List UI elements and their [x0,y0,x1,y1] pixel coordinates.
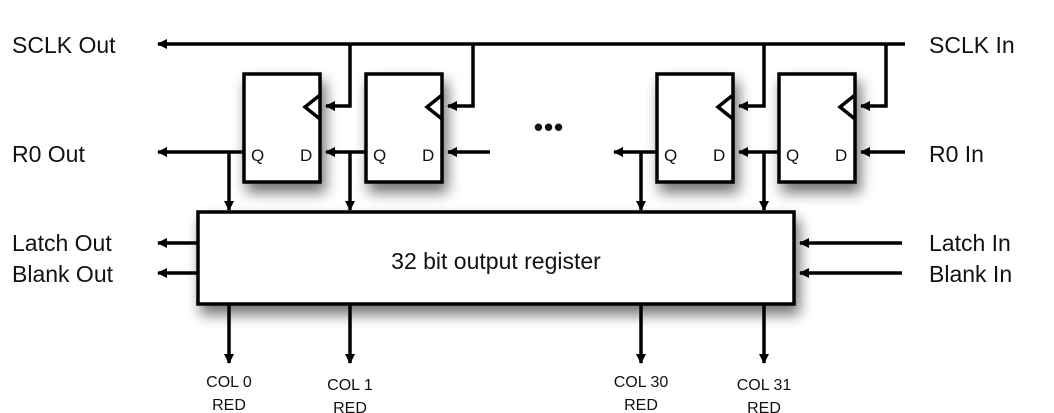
clock-input-icon [715,93,735,121]
col-1-label: COL 1 [327,377,373,394]
latch-in-label: Latch In [929,230,1011,256]
sclk-in-label: SCLK In [929,32,1015,58]
flip-flop-box [777,72,857,184]
clock-input-icon [424,93,444,121]
clock-tap-wire [447,44,475,111]
d-pin-label: D [835,146,847,165]
flip-flop-box [242,72,322,184]
d-pin-label: D [300,146,312,165]
q-pin-label: Q [373,146,386,165]
flip-flop-box [655,72,735,184]
col-1-color: RED [333,400,367,413]
clock-tap-wire [860,44,888,111]
clock-input-icon [302,93,322,121]
r0-out-label: R0 Out [12,141,85,167]
latch-out-label: Latch Out [12,230,112,256]
flip-flop-box [364,72,444,184]
col-30-color: RED [624,397,658,413]
col-31-color: RED [747,400,781,413]
col-31-label: COL 31 [737,377,792,394]
blank-in-label: Blank In [929,261,1012,287]
r0-in-label: R0 In [929,141,984,167]
sclk-out-label: SCLK Out [12,32,116,58]
blank-out-label: Blank Out [12,261,114,287]
q-pin-label: Q [664,146,677,165]
col-30-label: COL 30 [614,374,669,391]
output-register-box [196,210,796,306]
clock-tap-wire [738,44,766,111]
col-0-label: COL 0 [206,374,252,391]
flip-flop-30: Q D [655,72,735,184]
ellipsis: ••• [534,112,564,142]
flip-flop-1: Q D [364,72,444,184]
col-0-color: RED [212,397,246,413]
flip-flop-0: Q D [242,72,322,184]
flip-flop-31: Q D [777,72,857,184]
d-pin-label: D [713,146,725,165]
clock-tap-wire [325,44,352,111]
clock-input-icon [837,93,857,121]
q-pin-label: Q [251,146,264,165]
q-pin-label: Q [786,146,799,165]
output-register-label: 32 bit output register [391,248,601,274]
d-pin-label: D [422,146,434,165]
